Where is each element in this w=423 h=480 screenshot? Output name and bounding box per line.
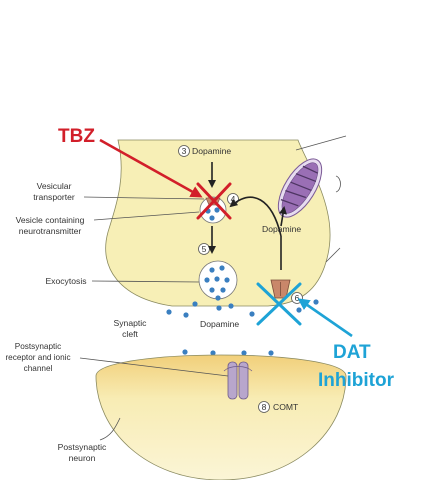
vesicle-dot bbox=[214, 276, 220, 282]
axon-line-bottom bbox=[325, 247, 341, 263]
vesicle-dot bbox=[220, 287, 226, 293]
cleft-dopamine-dot bbox=[182, 349, 188, 355]
dat-inhibitor-arrow bbox=[297, 298, 353, 338]
step-8-number: 8 bbox=[262, 402, 267, 412]
vesicular-transporter-label-line1: Vesicular bbox=[37, 181, 72, 191]
comt-label: COMT bbox=[273, 402, 299, 412]
step-3-dopamine-label: Dopamine bbox=[192, 146, 231, 156]
postsynaptic-neuron-label-line1: Postsynaptic bbox=[58, 442, 107, 452]
vesicle-containing-label-line1: Vesicle containing bbox=[16, 215, 85, 225]
step-6-number: 6 bbox=[295, 293, 300, 303]
cleft-dopamine-dot bbox=[268, 350, 274, 356]
synaptic-cleft-label-line1: Synaptic bbox=[114, 318, 148, 328]
dat-block-cross bbox=[256, 282, 302, 326]
reuptake-to-vesicle-arrow bbox=[229, 196, 282, 237]
synaptic-cleft-label-line2: cleft bbox=[122, 329, 138, 339]
vesicle-containing-leader bbox=[93, 211, 200, 221]
receptor-label-line3: channel bbox=[24, 364, 53, 373]
exocytosis-leader bbox=[91, 280, 200, 283]
cleft-dopamine-dot bbox=[192, 301, 198, 307]
vesicle-dot bbox=[204, 277, 210, 283]
vesicle-dot bbox=[215, 295, 221, 301]
tbz-block-cross bbox=[196, 182, 232, 220]
cleft-dopamine-dot bbox=[296, 307, 302, 313]
step-5-number: 5 bbox=[202, 244, 207, 254]
step-8-circle bbox=[258, 401, 270, 413]
cleft-dopamine-dot bbox=[249, 311, 255, 317]
cleft-dopamine-dot bbox=[210, 350, 216, 356]
reuptake-dopamine-label: Dopamine bbox=[262, 224, 301, 234]
cleft-dopamine-dot bbox=[241, 350, 247, 356]
vesicle-dot bbox=[214, 207, 220, 213]
axon-line-top bbox=[295, 135, 347, 151]
step-3-number: 3 bbox=[182, 146, 187, 156]
vesicular-transporter-leader bbox=[83, 196, 205, 200]
postsynaptic-neuron-leader bbox=[99, 417, 121, 441]
axon-curl bbox=[335, 175, 341, 193]
tbz-label: TBZ bbox=[58, 126, 95, 147]
tbz-arrow bbox=[99, 138, 203, 198]
postsynaptic-receptor-channel bbox=[223, 361, 253, 400]
step-4-number: 4 bbox=[231, 194, 236, 204]
vesicle-dot bbox=[219, 265, 225, 271]
vesicle-containing-label-line2: neurotransmitter bbox=[19, 226, 82, 236]
cleft-dopamine-label: Dopamine bbox=[200, 319, 239, 329]
vesicle-dot bbox=[209, 287, 215, 293]
receptor-leader bbox=[79, 357, 229, 377]
reuptake-to-mitochondrion-arrow bbox=[279, 206, 287, 227]
vesicle-dot bbox=[209, 267, 215, 273]
cleft-dopamine-dot bbox=[166, 309, 172, 315]
exocytosis-label: Exocytosis bbox=[45, 276, 86, 286]
dat-inhibitor-label-line1: DAT bbox=[333, 342, 371, 363]
postsynaptic-neuron bbox=[95, 354, 347, 480]
vesicular-transporter-label-line2: transporter bbox=[33, 192, 75, 202]
loading-vesicle bbox=[199, 196, 227, 224]
mitochondrion bbox=[277, 158, 323, 218]
postsynaptic-neuron-label-line2: neuron bbox=[69, 453, 96, 463]
dat-inhibitor-label-line2: Inhibitor bbox=[318, 370, 395, 391]
cleft-dopamine-dot bbox=[183, 312, 189, 318]
cleft-dopamine-dot bbox=[228, 303, 234, 309]
receptor-label-line1: Postsynaptic bbox=[15, 342, 61, 351]
vesicle-dot bbox=[224, 277, 230, 283]
cleft-dopamine-dot bbox=[216, 305, 222, 311]
vesicle-dot bbox=[209, 215, 215, 221]
cleft-dopamine-dot bbox=[313, 299, 319, 305]
step-3-circle bbox=[178, 145, 190, 157]
receptor-label-line2: receptor and ionic bbox=[5, 353, 70, 362]
